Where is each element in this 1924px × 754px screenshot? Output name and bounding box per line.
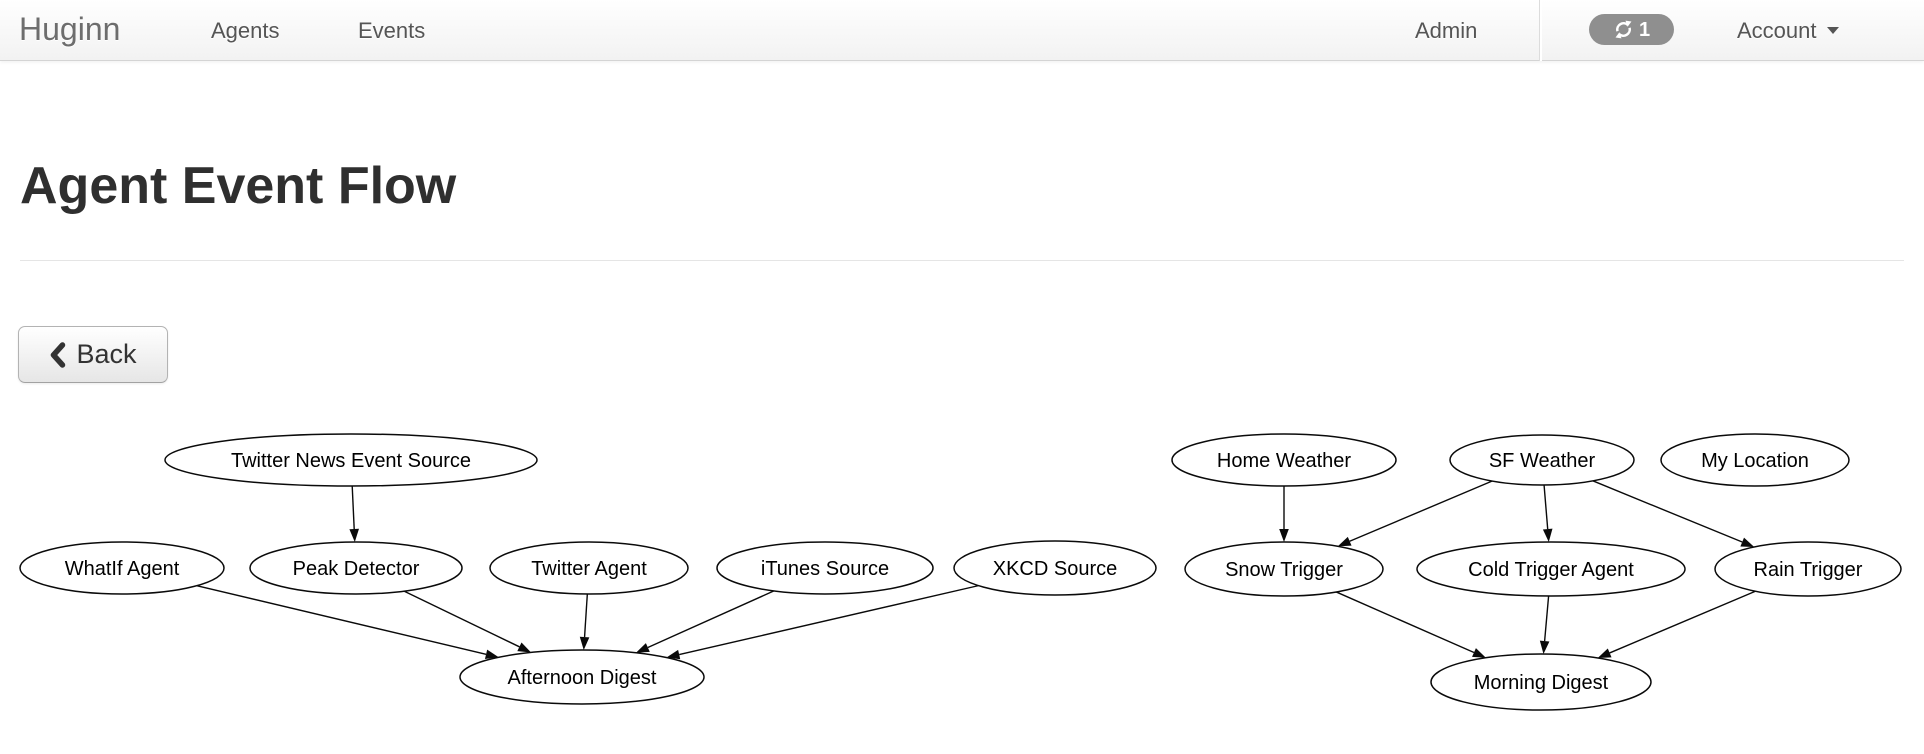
graph-edge-sf-rain [1592,480,1743,543]
graph-node-tnes: Twitter News Event Source [164,433,538,487]
node-ellipse [1430,653,1652,711]
graph-edge-arrowhead [579,636,590,651]
node-label: SF Weather [1489,450,1596,472]
node-ellipse [716,541,934,595]
graph-edge-xkcd-adigest [679,584,979,656]
nav-item-account[interactable]: Account [1737,0,1839,61]
node-label: Peak Detector [293,558,420,580]
node-ellipse [459,649,705,705]
graph-edge-cold-mdigest [1543,595,1550,642]
node-label: Cold Trigger Agent [1468,559,1634,581]
graph-node-cold: Cold Trigger Agent [1416,541,1686,597]
graph-node-snow: Snow Trigger [1184,541,1384,597]
node-ellipse [1416,541,1686,597]
graph-edge-tagent-adigest [583,593,589,638]
node-label: Rain Trigger [1754,559,1863,581]
graph-edge-arrowhead [1539,640,1550,655]
account-label: Account [1737,18,1817,43]
node-ellipse [953,540,1157,596]
node-label: Snow Trigger [1225,559,1343,581]
graph-edge-snow-mdigest [1335,591,1475,654]
page-title: Agent Event Flow [20,157,457,215]
graph-edge-rain-mdigest [1609,590,1756,654]
graph-edge-sf-cold [1543,484,1549,530]
horizontal-rule [20,260,1904,261]
node-label: WhatIf Agent [65,558,180,580]
graph-node-myloc: My Location [1660,433,1850,487]
graph-edge-arrowhead [1337,536,1352,547]
graph-node-whatif: WhatIf Agent [19,541,225,595]
back-button[interactable]: Back [18,326,168,383]
graph-edge-arrowhead [1279,529,1289,542]
graph-edge-arrowhead [349,528,359,543]
graph-node-rain: Rain Trigger [1714,541,1902,597]
graph-node-mdigest: Morning Digest [1430,653,1652,711]
graph-node-sf: SF Weather [1449,434,1635,486]
chevron-left-icon [49,341,66,369]
back-button-label: Back [76,339,137,369]
graph-node-tagent: Twitter Agent [489,541,689,595]
node-label: Twitter Agent [531,558,647,580]
nav-item-agents[interactable]: Agents [211,18,280,43]
graph-edge-arrowhead [1472,648,1486,658]
navbar: Huginn Agents Events Admin 1 Account [0,0,1924,61]
graph-edge-tnes-peak [351,485,355,530]
graph-edge-whatif-adigest [196,585,487,655]
graph-edge-arrowhead [517,642,532,653]
graph-edge-sf-snow [1349,480,1493,542]
job-count-badge[interactable]: 1 [1589,14,1674,45]
job-count: 1 [1638,18,1651,41]
node-ellipse [1184,541,1384,597]
refresh-icon [1613,19,1634,40]
graph-edge-itunes-adigest [647,590,775,649]
node-ellipse [1714,541,1902,597]
node-ellipse [19,541,225,595]
node-ellipse [1171,433,1397,487]
node-ellipse [489,541,689,595]
graph-edge-arrowhead [1740,537,1755,547]
graph-node-peak: Peak Detector [249,541,463,595]
graph-edge-arrowhead [1597,648,1612,659]
graph-edge-arrowhead [635,643,650,653]
node-ellipse [249,541,463,595]
nav-item-events[interactable]: Events [358,18,426,43]
node-ellipse [1449,434,1635,486]
caret-down-icon [1826,27,1839,35]
graph-node-adigest: Afternoon Digest [459,649,705,705]
node-label: Morning Digest [1474,672,1609,694]
node-ellipse [164,433,538,487]
node-label: XKCD Source [993,558,1118,580]
graph-node-xkcd: XKCD Source [953,540,1157,596]
graph-edge-arrowhead [484,649,499,659]
node-ellipse [1660,433,1850,487]
graph-edge-arrowhead [1542,528,1553,543]
graph-edge-arrowhead [666,649,681,660]
graph-node-itunes: iTunes Source [716,541,934,595]
node-label: Afternoon Digest [508,667,657,689]
graph-node-home: Home Weather [1171,433,1397,487]
node-label: Twitter News Event Source [231,450,471,472]
navbar-divider [1539,0,1542,61]
graph-edge-peak-adigest [403,590,520,648]
node-label: iTunes Source [761,558,889,580]
nav-item-admin[interactable]: Admin [1415,18,1478,43]
node-label: Home Weather [1217,450,1351,472]
brand-huginn[interactable]: Huginn [19,11,121,47]
node-label: My Location [1701,450,1809,472]
